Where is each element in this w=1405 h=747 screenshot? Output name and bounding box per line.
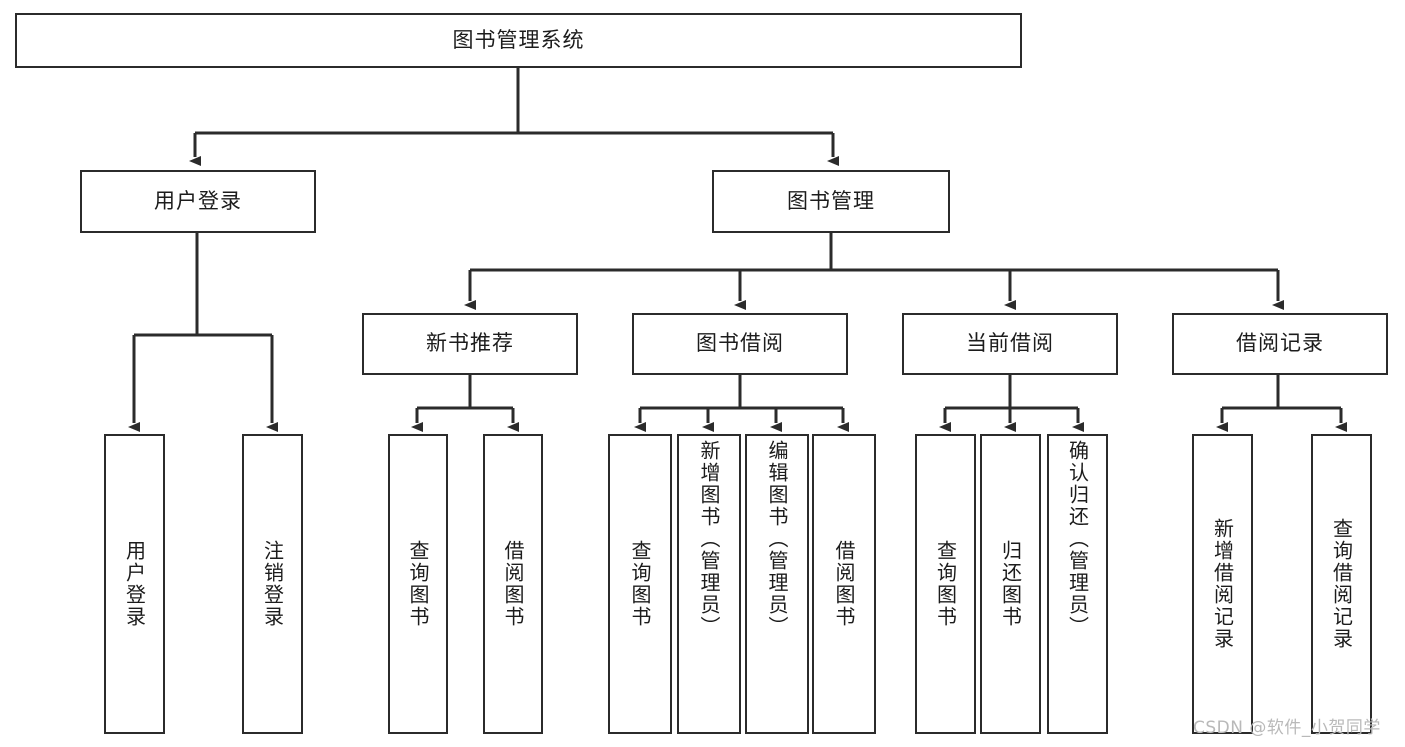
- node-label: 借阅图书: [501, 540, 525, 628]
- node-label: 图书借阅: [696, 331, 784, 356]
- node-label: 图书管理系统: [452, 27, 585, 52]
- node-current-borrow[interactable]: 当前借阅: [902, 313, 1118, 375]
- node-label: 借阅记录: [1236, 331, 1324, 356]
- node-label: 查询图书: [628, 540, 652, 628]
- node-leaf-query-book-current[interactable]: 查询图书: [915, 434, 976, 734]
- node-leaf-add-book-admin[interactable]: 新增图书（管理员）: [677, 434, 741, 734]
- node-label: 确认归还（管理员）: [1065, 440, 1090, 638]
- node-label: 当前借阅: [966, 331, 1054, 356]
- node-label: 查询图书: [406, 540, 430, 628]
- node-new-book-recommend[interactable]: 新书推荐: [362, 313, 578, 375]
- node-label: 查询借阅记录: [1329, 518, 1354, 650]
- node-leaf-query-book-borrow[interactable]: 查询图书: [608, 434, 672, 734]
- node-label: 新书推荐: [426, 331, 514, 356]
- node-leaf-logout[interactable]: 注销登录: [242, 434, 303, 734]
- node-user-login[interactable]: 用户登录: [80, 170, 316, 233]
- node-label: 新增借阅记录: [1210, 518, 1235, 650]
- node-label: 归还图书: [998, 540, 1023, 628]
- node-book-management[interactable]: 图书管理: [712, 170, 950, 233]
- node-label: 用户登录: [122, 540, 147, 628]
- node-label: 新增图书（管理员）: [697, 440, 721, 638]
- node-leaf-user-login[interactable]: 用户登录: [104, 434, 165, 734]
- node-label: 查询图书: [933, 540, 958, 628]
- node-borrow-record[interactable]: 借阅记录: [1172, 313, 1388, 375]
- node-leaf-edit-book-admin[interactable]: 编辑图书（管理员）: [745, 434, 809, 734]
- node-label: 编辑图书（管理员）: [765, 440, 789, 638]
- node-leaf-borrow-book[interactable]: 借阅图书: [812, 434, 876, 734]
- node-label: 用户登录: [154, 188, 242, 213]
- node-leaf-borrow-book-recommend[interactable]: 借阅图书: [483, 434, 543, 734]
- node-label: 图书管理: [787, 188, 875, 213]
- node-leaf-query-book-recommend[interactable]: 查询图书: [388, 434, 448, 734]
- node-leaf-return-book[interactable]: 归还图书: [980, 434, 1041, 734]
- node-label: 注销登录: [260, 540, 285, 628]
- node-book-borrow[interactable]: 图书借阅: [632, 313, 848, 375]
- csdn-watermark: CSDN @软件_小贺同学: [1193, 718, 1381, 738]
- node-label: 借阅图书: [832, 540, 856, 628]
- node-leaf-query-borrow-record[interactable]: 查询借阅记录: [1311, 434, 1372, 734]
- node-leaf-add-borrow-record[interactable]: 新增借阅记录: [1192, 434, 1253, 734]
- node-leaf-confirm-return-admin[interactable]: 确认归还（管理员）: [1047, 434, 1108, 734]
- node-root-book-management-system[interactable]: 图书管理系统: [15, 13, 1022, 68]
